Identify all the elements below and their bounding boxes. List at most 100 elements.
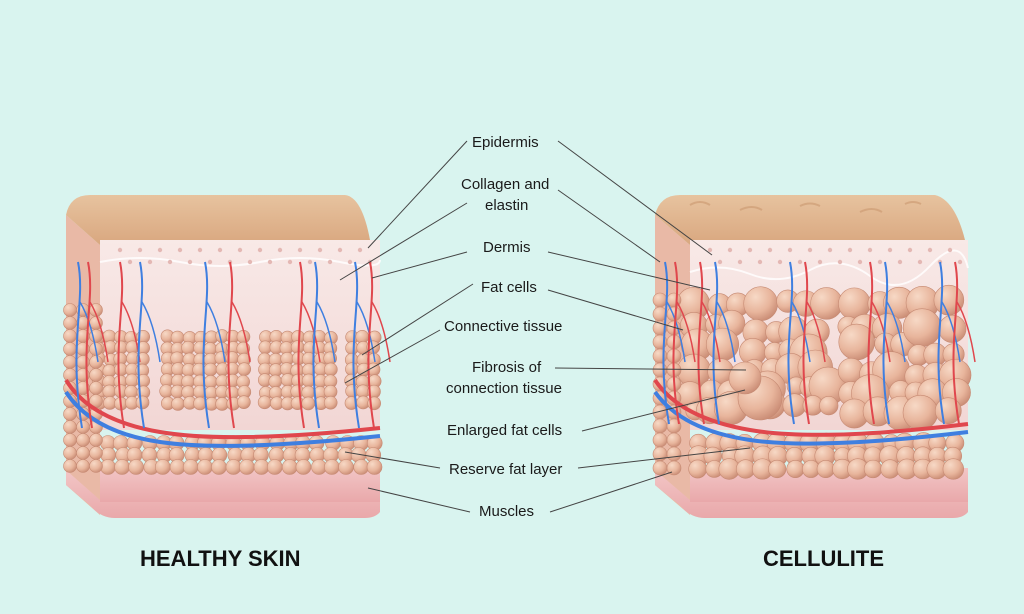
vein-branch bbox=[206, 301, 226, 363]
fat-cell bbox=[345, 362, 359, 376]
vein-branch bbox=[141, 301, 161, 363]
fat-cell bbox=[154, 459, 171, 475]
fat-cell bbox=[863, 459, 883, 479]
fat-cell bbox=[171, 397, 185, 411]
epidermis-dot bbox=[907, 247, 913, 253]
epidermis-dot bbox=[187, 259, 193, 265]
epidermis-dot bbox=[297, 247, 303, 253]
fat-cell bbox=[301, 396, 316, 411]
epidermis-dot bbox=[157, 247, 163, 253]
fat-cell bbox=[89, 381, 103, 395]
fat-cell bbox=[63, 446, 77, 460]
label-fibrosis-line1: Fibrosis of bbox=[472, 359, 542, 376]
vein bbox=[75, 261, 83, 429]
fat-cell bbox=[239, 459, 255, 475]
epidermis-dot bbox=[177, 247, 183, 253]
epidermis-dot bbox=[237, 247, 243, 253]
blood-vessels bbox=[64, 261, 976, 448]
epidermis-dot bbox=[217, 247, 223, 253]
fat-cell bbox=[89, 459, 103, 473]
epidermis-dot bbox=[897, 259, 903, 265]
fat-cell bbox=[114, 459, 130, 475]
healthy-epidermis-top bbox=[66, 195, 370, 245]
fat-cell bbox=[323, 395, 338, 410]
cellulite-muscle bbox=[655, 470, 968, 518]
fat-cell bbox=[128, 459, 144, 475]
healthy-muscle bbox=[66, 470, 380, 518]
vein-branch bbox=[666, 301, 686, 363]
fat-cell bbox=[290, 340, 305, 354]
fat-cell bbox=[666, 306, 682, 322]
fat-cell bbox=[819, 396, 839, 416]
fat-cell bbox=[652, 292, 668, 308]
vein bbox=[137, 261, 145, 429]
epidermis-dot bbox=[717, 259, 723, 265]
epidermis-dot bbox=[857, 259, 863, 265]
fat-cell bbox=[76, 459, 90, 473]
fat-cell bbox=[782, 393, 807, 418]
vein bbox=[202, 261, 210, 429]
fat-cell bbox=[63, 433, 77, 447]
epidermis-dot bbox=[797, 259, 803, 265]
epidermis-dot bbox=[267, 259, 273, 265]
epidermis-dot bbox=[917, 259, 923, 265]
fat-cell bbox=[89, 368, 103, 382]
fat-cell bbox=[268, 374, 283, 389]
vein bbox=[312, 261, 320, 429]
epidermis-dot bbox=[817, 259, 823, 265]
title-healthy-skin: HEALTHY SKIN bbox=[140, 546, 301, 571]
cellulite-epidermis-top bbox=[655, 195, 965, 245]
artery bbox=[367, 261, 375, 429]
fat-cell bbox=[257, 395, 272, 410]
fat-cell bbox=[338, 459, 354, 475]
fat-cell bbox=[652, 418, 668, 434]
epidermis-dot bbox=[327, 259, 333, 265]
fat-cell bbox=[652, 460, 668, 476]
fat-cell bbox=[768, 459, 787, 479]
fat-cell bbox=[902, 394, 939, 431]
fat-cell bbox=[63, 420, 77, 434]
vein-branch bbox=[79, 301, 99, 363]
epidermis-dot bbox=[957, 259, 963, 265]
fat-cell bbox=[76, 446, 90, 460]
artery-branch bbox=[301, 301, 321, 363]
epidermis-dot bbox=[337, 247, 343, 253]
artery bbox=[952, 261, 960, 425]
epidermis-dot bbox=[737, 259, 743, 265]
artery-branch bbox=[956, 301, 976, 363]
fat-cell bbox=[816, 459, 835, 479]
cellulite-artery-main bbox=[653, 378, 969, 437]
vein-branch bbox=[791, 301, 811, 363]
artery bbox=[227, 261, 235, 429]
fat-cell bbox=[211, 459, 227, 475]
artery-branch bbox=[89, 301, 109, 363]
epidermis-dot bbox=[117, 247, 123, 253]
fat-cell bbox=[89, 355, 103, 369]
title-cellulite: CELLULITE bbox=[763, 546, 884, 571]
fat-cell bbox=[169, 459, 186, 475]
epidermis-dot bbox=[787, 247, 793, 253]
epidermis-dot bbox=[197, 247, 203, 253]
label-dermis: Dermis bbox=[483, 239, 531, 256]
vein-branch bbox=[886, 301, 906, 363]
fat-cell bbox=[933, 284, 965, 316]
artery-branch bbox=[701, 301, 721, 363]
fat-cell bbox=[324, 362, 338, 377]
vein bbox=[352, 261, 360, 429]
epidermis-dot bbox=[757, 259, 763, 265]
fat-cell bbox=[666, 432, 682, 448]
fat-cell bbox=[63, 316, 77, 330]
vein bbox=[937, 261, 945, 425]
artery-branch bbox=[231, 301, 251, 363]
label-fibrosis-line2: connection tissue bbox=[446, 380, 562, 397]
cellulite-vein-main bbox=[653, 390, 969, 446]
label-epidermis: Epidermis bbox=[472, 134, 539, 151]
label-enlarged-fat-cells: Enlarged fat cells bbox=[447, 422, 563, 439]
fat-cell bbox=[102, 384, 117, 399]
vein-branch bbox=[716, 301, 736, 363]
fat-cell bbox=[170, 330, 185, 345]
epidermis-dot bbox=[347, 259, 353, 265]
label-fat-cells: Fat cells bbox=[481, 279, 537, 296]
epidermis-dot bbox=[847, 247, 853, 253]
fat-cell bbox=[281, 459, 298, 475]
